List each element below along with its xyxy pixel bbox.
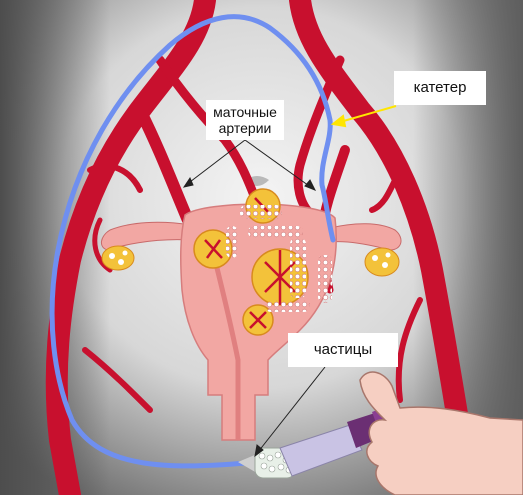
uterine-cavity — [212, 259, 241, 440]
particles-label: частицы — [288, 333, 398, 367]
left-ovary — [101, 245, 135, 271]
catheter — [49, 14, 336, 469]
hand — [359, 371, 523, 495]
catheter-callout-arrow — [330, 105, 397, 128]
fallopian-tubes — [101, 221, 402, 251]
uterine-arteries-label-line2: артерии — [218, 120, 272, 136]
uterine-arteries-label: маточные артерии — [206, 100, 284, 140]
uterine-arteries-label-line1: маточные — [213, 104, 277, 120]
artery-pointer-lines — [182, 139, 317, 191]
particles-pointer-line — [254, 366, 326, 458]
catheter-label: катетер — [394, 71, 486, 105]
right-ovary — [364, 247, 400, 277]
embolization-particles — [226, 205, 332, 312]
